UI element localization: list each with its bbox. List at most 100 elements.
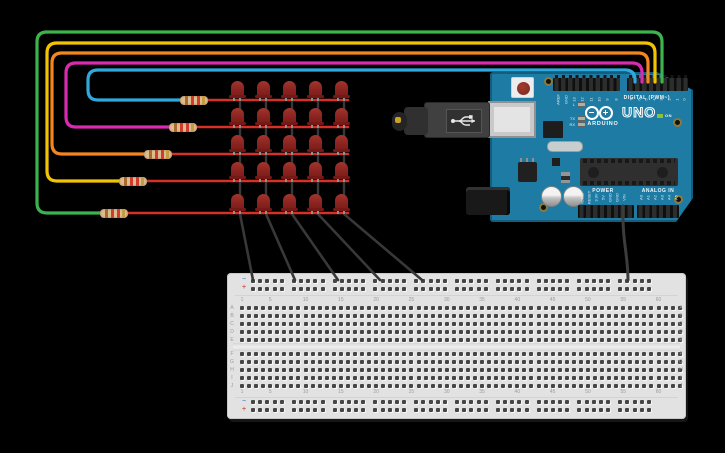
row-5-signal-wire[interactable] bbox=[35, 30, 664, 215]
led-r3-c5[interactable] bbox=[332, 135, 350, 155]
led-r1-c1[interactable] bbox=[228, 81, 246, 101]
led-r5-c3[interactable] bbox=[280, 194, 298, 214]
breadboard-hole bbox=[360, 384, 365, 388]
breadboard-hole bbox=[571, 352, 576, 356]
breadboard-hole bbox=[543, 330, 548, 334]
breadboard-hole bbox=[282, 360, 287, 364]
led-r2-c1[interactable] bbox=[228, 108, 246, 128]
led-r3-c1[interactable] bbox=[228, 135, 246, 155]
breadboard-hole bbox=[639, 287, 644, 291]
breadboard-hole bbox=[451, 314, 456, 318]
led-r5-c2[interactable] bbox=[254, 194, 272, 214]
breadboard-hole bbox=[437, 330, 442, 334]
breadboard-hole bbox=[416, 338, 421, 342]
breadboard-hole bbox=[320, 408, 325, 412]
resistor-row-1[interactable] bbox=[180, 95, 208, 105]
breadboard-hole bbox=[451, 368, 456, 372]
row-3-signal-wire[interactable] bbox=[50, 51, 650, 156]
breadboard-hole bbox=[291, 408, 296, 412]
column-1-to-breadboard-wire[interactable] bbox=[238, 212, 255, 282]
resistor-row-5[interactable] bbox=[100, 208, 128, 218]
led-r2-c2[interactable] bbox=[254, 108, 272, 128]
breadboard-hole bbox=[487, 368, 492, 372]
breadboard-hole bbox=[443, 279, 447, 283]
led-leg bbox=[265, 208, 267, 214]
breadboard-hole bbox=[251, 287, 255, 291]
led-body bbox=[308, 162, 322, 177]
led-r5-c1[interactable] bbox=[228, 194, 246, 214]
led-r4-c4[interactable] bbox=[306, 162, 324, 182]
breadboard-hole bbox=[367, 338, 372, 342]
column-number: 45 bbox=[549, 297, 556, 303]
breadboard-hole bbox=[275, 314, 280, 318]
breadboard-hole bbox=[332, 279, 337, 283]
led-r1-c4[interactable] bbox=[306, 81, 324, 101]
breadboard-hole bbox=[268, 338, 273, 342]
led-r2-c4[interactable] bbox=[306, 108, 324, 128]
led-r5-c4[interactable] bbox=[306, 194, 324, 214]
row-letter: B bbox=[230, 313, 234, 319]
led-r5-c5[interactable] bbox=[332, 194, 350, 214]
row-2-signal-wire[interactable] bbox=[64, 61, 644, 129]
breadboard-hole bbox=[614, 376, 619, 380]
led-r4-c5[interactable] bbox=[332, 162, 350, 182]
usb-plug[interactable] bbox=[424, 102, 490, 138]
breadboard-hole bbox=[462, 279, 467, 283]
power-header[interactable] bbox=[578, 205, 634, 218]
breadboard-hole bbox=[495, 400, 500, 404]
breadboard-hole bbox=[543, 360, 548, 364]
breadboard-hole bbox=[670, 314, 675, 318]
digital-header-left[interactable] bbox=[553, 78, 620, 91]
led-body bbox=[230, 162, 244, 177]
led-r1-c5[interactable] bbox=[332, 81, 350, 101]
column-5-to-breadboard-wire[interactable] bbox=[342, 212, 424, 282]
led-r3-c3[interactable] bbox=[280, 135, 298, 155]
breadboard-hole bbox=[455, 279, 459, 283]
arduino-uno[interactable]: DIGITAL (PWM~) L TX bbox=[392, 66, 700, 226]
breadboard-hole bbox=[324, 376, 329, 380]
breadboard-hole bbox=[421, 287, 426, 291]
resistor-row-3[interactable] bbox=[144, 149, 172, 159]
led-leg bbox=[233, 176, 235, 182]
reset-button[interactable] bbox=[511, 77, 534, 98]
led-r2-c3[interactable] bbox=[280, 108, 298, 128]
breadboard-hole bbox=[345, 322, 350, 326]
led-flange bbox=[280, 95, 298, 98]
led-r4-c3[interactable] bbox=[280, 162, 298, 182]
breadboard-hole bbox=[282, 306, 287, 310]
breadboard-hole bbox=[677, 338, 682, 342]
resistor-row-2[interactable] bbox=[169, 122, 197, 132]
resistor-row-4[interactable] bbox=[119, 176, 147, 186]
row-4-signal-wire[interactable] bbox=[45, 41, 657, 183]
row-1-signal-wire[interactable] bbox=[86, 68, 637, 102]
column-2-to-breadboard-wire[interactable] bbox=[264, 212, 297, 282]
analog-header[interactable] bbox=[637, 205, 679, 218]
led-r1-c2[interactable] bbox=[254, 81, 272, 101]
breadboard-hole bbox=[254, 314, 259, 318]
breadboard-hole bbox=[635, 368, 640, 372]
led-r4-c2[interactable] bbox=[254, 162, 272, 182]
breadboard-hole bbox=[402, 322, 407, 326]
breadboard-hole bbox=[381, 376, 386, 380]
led-r3-c2[interactable] bbox=[254, 135, 272, 155]
breadboard-hole bbox=[303, 338, 308, 342]
ground-wire[interactable] bbox=[621, 204, 630, 282]
breadboard-hole bbox=[577, 400, 582, 404]
led-r4-c1[interactable] bbox=[228, 162, 246, 182]
led-r3-c4[interactable] bbox=[306, 135, 324, 155]
breadboard-hole bbox=[618, 287, 623, 291]
breadboard-hole bbox=[501, 376, 506, 380]
breadboard-hole bbox=[607, 314, 612, 318]
breadboard-hole bbox=[585, 384, 590, 388]
breadboard-hole bbox=[494, 384, 499, 388]
column-4-to-breadboard-wire[interactable] bbox=[316, 212, 382, 282]
breadboard-hole bbox=[469, 400, 474, 404]
led-r2-c5[interactable] bbox=[332, 108, 350, 128]
column-3-to-breadboard-wire[interactable] bbox=[290, 212, 340, 282]
breadboard-hole bbox=[529, 314, 534, 318]
led-r1-c3[interactable] bbox=[280, 81, 298, 101]
breadboard-hole bbox=[240, 352, 244, 356]
breadboard-hole bbox=[261, 314, 266, 318]
